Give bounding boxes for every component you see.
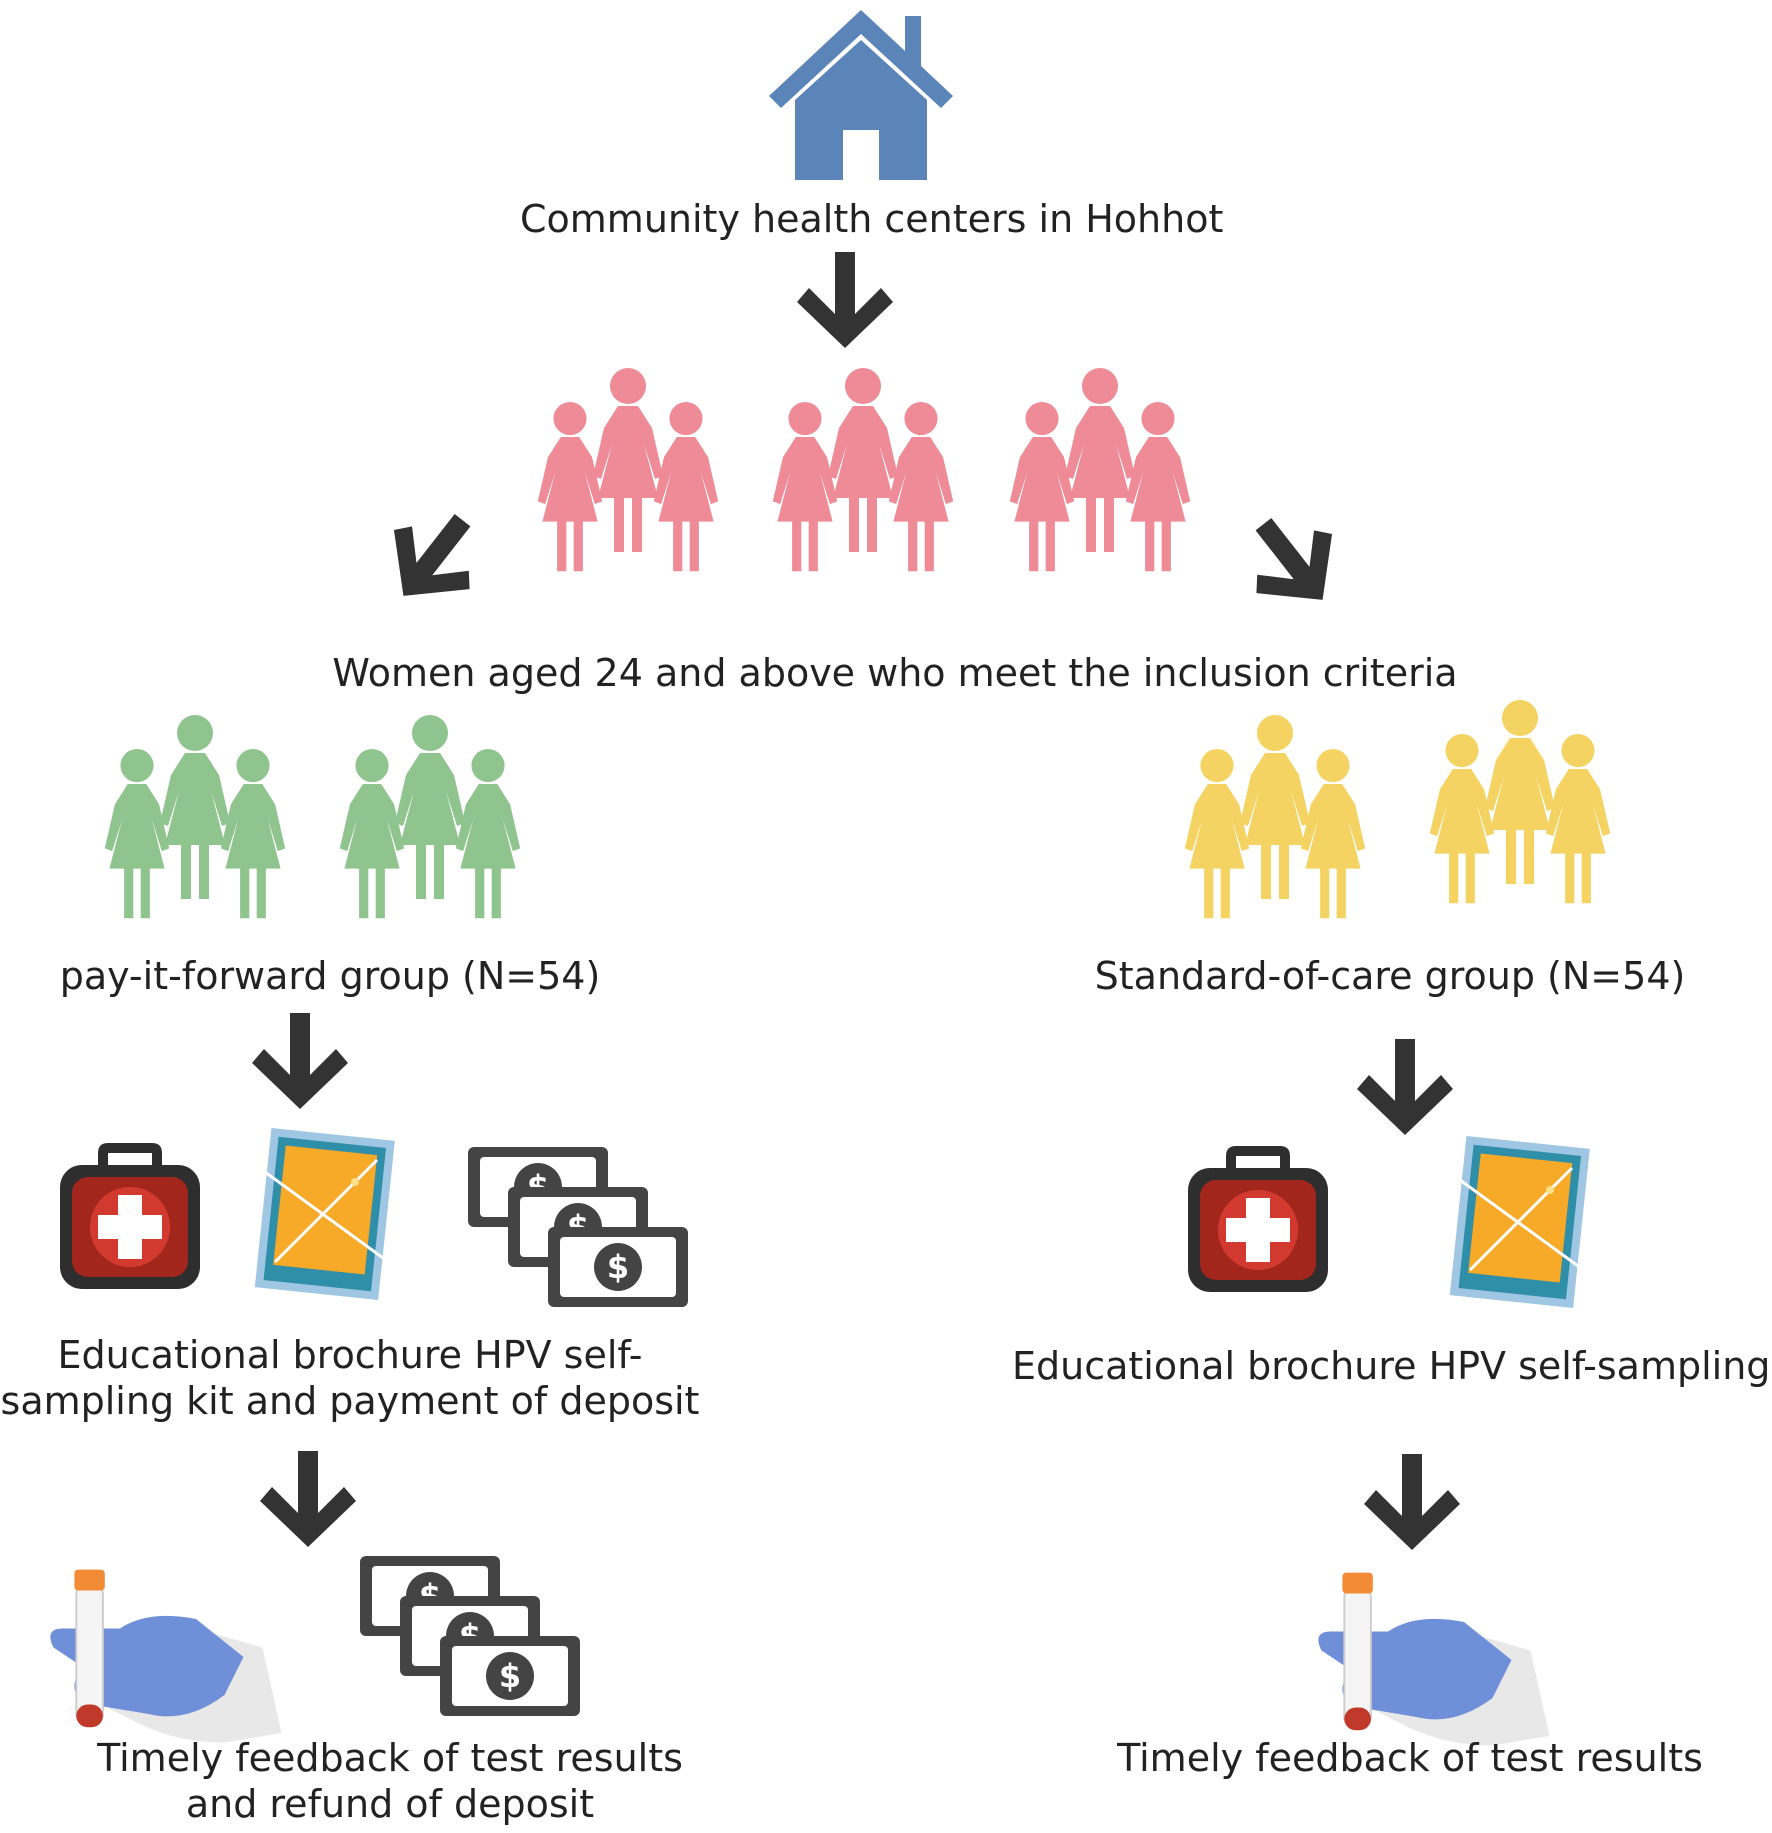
- glove-test-tube-icon: [49, 1568, 283, 1744]
- women-group-icon: [538, 368, 1190, 571]
- arrow-down-icon: [797, 252, 893, 348]
- house-icon: [769, 10, 953, 180]
- brochure-icon: [253, 1126, 397, 1302]
- medical-kit-icon: [1188, 1146, 1328, 1292]
- standard-of-care-outcome-label: Timely feedback of test results: [1117, 1736, 1703, 1780]
- arrow-down-icon: [252, 1013, 348, 1109]
- arrow-down-icon: [1357, 1039, 1453, 1135]
- money-stack-icon: [468, 1147, 688, 1307]
- brochure-icon: [1448, 1134, 1592, 1310]
- arrow-down-icon: [1364, 1454, 1460, 1550]
- arrow-down-left-icon: [365, 490, 501, 626]
- pay-it-forward-outcome-label: Timely feedback of test results and refu…: [97, 1736, 683, 1826]
- pay-it-forward-intervention-label: Educational brochure HPV self-sampling k…: [0, 1333, 700, 1423]
- standard-of-care-group-label: Standard-of-care group (N=54): [1094, 954, 1686, 998]
- women-group-icon: [1185, 700, 1610, 918]
- arrow-down-icon: [260, 1451, 356, 1547]
- arrow-down-right-icon: [1225, 494, 1361, 630]
- glove-test-tube-icon: [1317, 1571, 1551, 1747]
- money-stack-icon: [360, 1556, 580, 1716]
- standard-of-care-intervention-label: Educational brochure HPV self-sampling k…: [1012, 1344, 1772, 1388]
- medical-kit-icon: [60, 1143, 200, 1289]
- community-health-centers-label: Community health centers in Hohhot: [520, 197, 1224, 241]
- women-group-icon: [105, 715, 520, 918]
- pay-it-forward-group-label: pay-it-forward group (N=54): [59, 954, 601, 998]
- eligible-women-label: Women aged 24 and above who meet the inc…: [332, 651, 1458, 695]
